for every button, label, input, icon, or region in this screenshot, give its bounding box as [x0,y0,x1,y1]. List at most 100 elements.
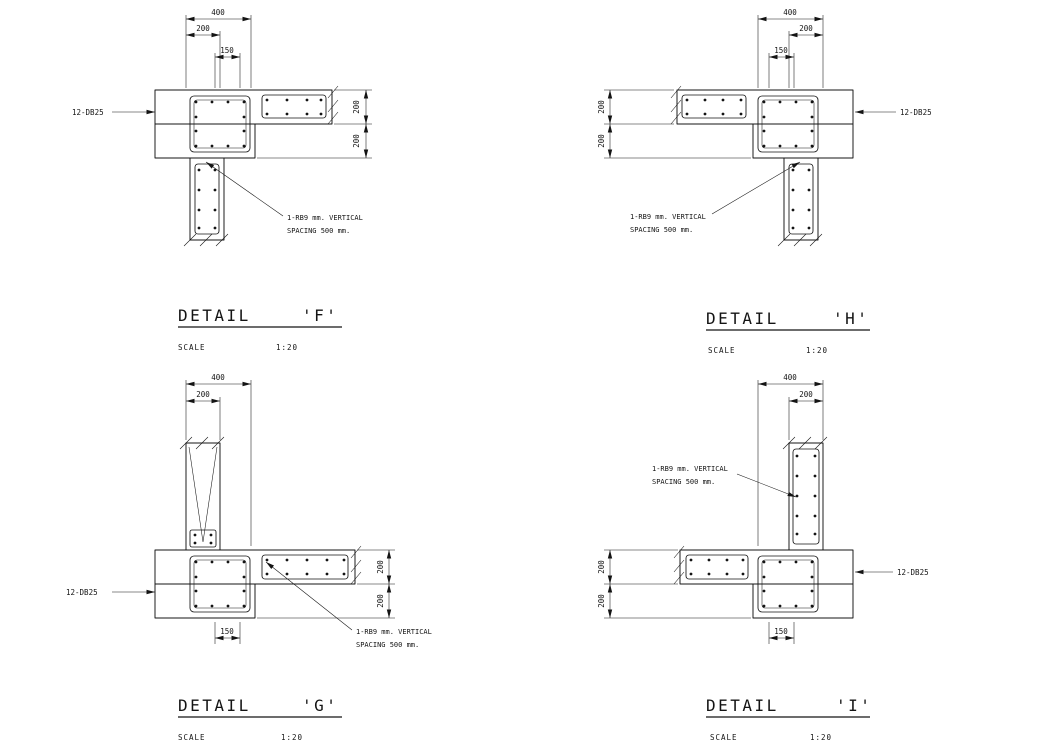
detail-letter: 'I' [836,696,872,715]
detail-i-title-block: DETAIL 'I' SCALE 1:20 [706,696,872,742]
scale-label: SCALE [710,733,738,742]
dim-200-label: 200 [799,24,813,33]
detail-i-dimensions: 400 200 200 200 150 [597,373,824,644]
bars-label: 12-DB25 [897,568,929,577]
detail-title: DETAIL [706,696,779,715]
scale-value: 1:20 [806,346,828,355]
column-stirrup [189,95,251,153]
detail-i-callouts: 12-DB25 1-RB9 mm. VERTICAL SPACING 500 m… [652,465,929,577]
detail-title: DETAIL [178,696,251,715]
note-line2: SPACING 500 mm. [652,478,715,486]
dim-200-label: 200 [196,24,210,33]
column-stirrup-inner [761,99,815,149]
detail-h: 400 200 150 200 200 12-DB25 1-RB9 mm. VE… [597,8,932,355]
detail-h-break-marks [670,85,823,247]
dim-side-200a-label: 200 [376,560,385,574]
column-stirrup-inner [193,99,247,149]
beam-stirrup [685,554,749,580]
note-line1: 1-RB9 mm. VERTICAL [356,628,432,636]
note-line1: 1-RB9 mm. VERTICAL [630,213,706,221]
dim-200-label: 200 [799,390,813,399]
dim-150-label: 150 [774,46,788,55]
dim-side-200a-label: 200 [597,100,606,114]
dim-side-200b-label: 200 [597,134,606,148]
wall-stirrup [194,163,220,235]
note-line2: SPACING 500 mm. [356,641,419,649]
detail-g-section-outline [154,442,356,619]
dim-150-label: 150 [220,46,234,55]
dim-200-label: 200 [196,390,210,399]
detail-f-dimensions: 400 200 150 200 200 [185,8,372,159]
note-leader-line [205,161,284,217]
dim-400-label: 400 [783,8,797,17]
beam-stirrup [681,94,747,119]
note-leader-line [265,561,353,631]
rebar-dots [193,533,346,608]
detail-letter: 'G' [302,696,338,715]
beam-stirrup [261,94,327,119]
column-stirrup [757,555,819,613]
detail-f-reinforcement [189,94,327,235]
detail-f: 400 200 150 200 200 12-DB25 1-RB9 mm. VE… [72,8,372,352]
dim-side-200a-label: 200 [352,100,361,114]
detail-g-lap-splice [188,446,218,543]
note-line2: SPACING 500 mm. [630,226,693,234]
dim-side-200a-label: 200 [597,560,606,574]
dim-side-200b-label: 200 [376,594,385,608]
bars-label: 12-DB25 [900,108,932,117]
detail-h-dimensions: 400 200 150 200 200 [597,8,824,159]
detail-g-reinforcement [189,529,349,613]
scale-value: 1:20 [281,733,303,742]
note-line2: SPACING 500 mm. [287,227,350,235]
note-leader-line [736,473,797,498]
extension-lines [604,15,824,159]
scale-label: SCALE [708,346,736,355]
dim-400-label: 400 [211,8,225,17]
detail-h-section-outline [676,89,854,241]
beam-stirrup [261,554,349,580]
detail-i-reinforcement [685,448,820,613]
scale-label: SCALE [178,343,206,352]
dim-150-label: 150 [774,627,788,636]
wall-base-stirrup [189,529,217,548]
detail-h-callouts: 12-DB25 1-RB9 mm. VERTICAL SPACING 500 m… [630,108,932,234]
detail-h-title-block: DETAIL 'H' SCALE 1:20 [706,309,870,355]
detail-title: DETAIL [178,306,251,325]
scale-label: SCALE [178,733,206,742]
rebar-dots [689,454,817,608]
detail-i: 400 200 200 200 150 12-DB25 1-RB9 mm. VE… [597,373,929,742]
dim-150-label: 150 [220,627,234,636]
wall-stirrup [788,163,814,235]
extension-lines [604,380,824,644]
dim-side-200b-label: 200 [352,134,361,148]
note-line1: 1-RB9 mm. VERTICAL [287,214,363,222]
column-stirrup-inner [193,559,247,609]
dim-400-label: 400 [783,373,797,382]
column-stirrup [757,95,819,153]
dim-400-label: 400 [211,373,225,382]
scale-value: 1:20 [810,733,832,742]
detail-g-break-marks [179,436,362,585]
extension-lines [185,15,372,159]
scale-value: 1:20 [276,343,298,352]
rebar-dots [685,98,814,230]
extension-lines [185,380,395,644]
bars-label: 12-DB25 [66,588,98,597]
detail-title: DETAIL [706,309,779,328]
note-leader-line [711,161,801,215]
detail-letter: 'F' [302,306,338,325]
detail-g-title-block: DETAIL 'G' SCALE 1:20 [178,696,342,742]
note-line1: 1-RB9 mm. VERTICAL [652,465,728,473]
detail-g: 400 200 200 200 150 12-DB25 1-RB9 mm. VE… [66,373,432,742]
detail-f-callouts: 12-DB25 1-RB9 mm. VERTICAL SPACING 500 m… [72,108,363,235]
rebar-dots [194,98,323,230]
column-stirrup-inner [761,559,815,609]
detail-f-title-block: DETAIL 'F' SCALE 1:20 [178,306,342,352]
detail-g-callouts: 12-DB25 1-RB9 mm. VERTICAL SPACING 500 m… [66,561,432,649]
detail-f-break-marks [183,85,339,247]
dim-side-200b-label: 200 [597,594,606,608]
detail-letter: 'H' [833,309,869,328]
detail-h-reinforcement [681,94,819,235]
